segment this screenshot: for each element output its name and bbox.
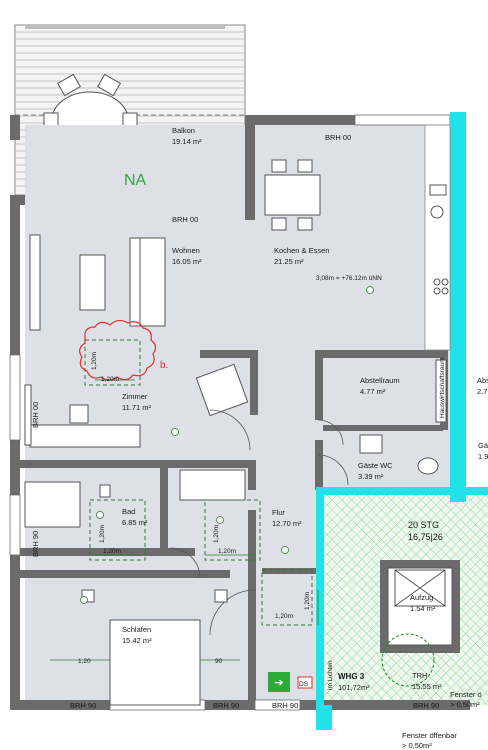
stg-label: 20 STG xyxy=(408,520,439,530)
na-label: NA xyxy=(124,172,147,189)
bad-name: Bad xyxy=(122,507,135,516)
dimension-lines xyxy=(50,379,319,661)
trh-area: 15.55 m² xyxy=(412,682,442,691)
bed xyxy=(81,589,228,706)
clear-areas xyxy=(84,339,313,626)
abs-cut-area: 2.7 xyxy=(477,387,487,396)
fenster-1b: > 0,50m² xyxy=(450,700,480,709)
revision-cloud xyxy=(79,319,157,381)
fenster-1: Fenster ö xyxy=(450,690,482,699)
zimmer-furniture xyxy=(24,363,249,448)
aufzug-area: 1.54 m² xyxy=(410,604,436,613)
dim-bad: 1,20m xyxy=(103,548,121,555)
zimmer-area: 11.71 m² xyxy=(122,403,152,412)
whg-area: 101,72m² xyxy=(338,683,370,692)
whg-label: WHG 3 xyxy=(338,672,365,681)
schlafen-name: Schlafen xyxy=(122,625,151,634)
dim-bad-v: 1,20m xyxy=(99,525,106,543)
dim-cloud-v: 1,20m xyxy=(91,352,98,370)
exit-sign: ➔ xyxy=(268,672,313,692)
aufzug-name: Aufzug xyxy=(410,593,433,602)
bad-area: 6.85 m² xyxy=(122,518,148,527)
kitchen-counter xyxy=(424,124,451,351)
trh-name: TRH xyxy=(412,671,427,680)
stair-symbol xyxy=(381,633,435,687)
dining-table xyxy=(264,159,321,231)
dim-flur: 1,20m xyxy=(275,613,293,620)
balkon-area: 19.14 m² xyxy=(172,137,202,146)
fenster-2b: > 0,50m² xyxy=(402,741,432,750)
hw-label: Hauswirtschaftsraum xyxy=(439,357,446,418)
dim-bed-left: 1,20 xyxy=(78,658,91,665)
gae-cut-name: Gä xyxy=(478,441,488,450)
abstell-name: Abstellraum xyxy=(360,376,400,385)
brh00-mid: BRH 00 xyxy=(172,215,198,224)
brh90-c: BRH 90 xyxy=(272,701,298,710)
brh00-top: BRH 00 xyxy=(325,133,351,142)
kochen-name: Kochen & Essen xyxy=(274,246,329,255)
flur-name: Flur xyxy=(272,508,285,517)
brh00-side: BRH 00 xyxy=(31,402,40,428)
gaeste-name: Gäste WC xyxy=(358,461,393,470)
svg-text:➔: ➔ xyxy=(274,676,283,689)
ds-label: DS xyxy=(299,681,309,688)
brh90-side: BRH 90 xyxy=(31,531,40,557)
height-label: 3,08m = +76.12m üNN xyxy=(316,275,382,282)
wohnen-name: Wohnen xyxy=(172,246,200,255)
abs-cut-name: Abs xyxy=(477,376,488,385)
dim-bed-right: 90 xyxy=(215,658,223,665)
doors xyxy=(169,409,349,636)
schlafen-area: 15.42 m² xyxy=(122,636,152,645)
markers xyxy=(80,286,374,604)
apartment-boundary xyxy=(316,112,488,730)
balkon-name: Balkon xyxy=(172,126,195,135)
zimmer-name: Zimmer xyxy=(122,392,148,401)
flur-area: 12.70 m² xyxy=(272,519,302,528)
b-mark: b. xyxy=(160,360,168,371)
gaeste-area: 3.39 m² xyxy=(358,472,384,481)
walls xyxy=(10,115,470,710)
abstell-area: 4.77 m² xyxy=(360,387,386,396)
kochen-area: 21.25 m² xyxy=(274,257,304,266)
gae-cut-area: 1.9 xyxy=(478,452,488,461)
brh90-b: BRH 90 xyxy=(213,701,239,710)
dim-flur-v: 1,20m xyxy=(304,592,311,610)
fenster-2: Fenster öffenbar xyxy=(402,731,457,740)
im-lichten: im Lichten xyxy=(327,660,334,690)
elevator xyxy=(387,567,453,646)
brh90-d: BRH 90 xyxy=(413,701,439,710)
dim-cloud: 1,20m xyxy=(101,376,119,383)
dim-wc: 1,20m xyxy=(218,548,236,555)
stg-dim: 16,75|26 xyxy=(408,532,443,542)
dim-wc-v: 1,20m xyxy=(213,525,220,543)
living-furniture xyxy=(29,234,166,331)
wohnen-area: 16.05 m² xyxy=(172,257,202,266)
brh90-a: BRH 90 xyxy=(70,701,96,710)
